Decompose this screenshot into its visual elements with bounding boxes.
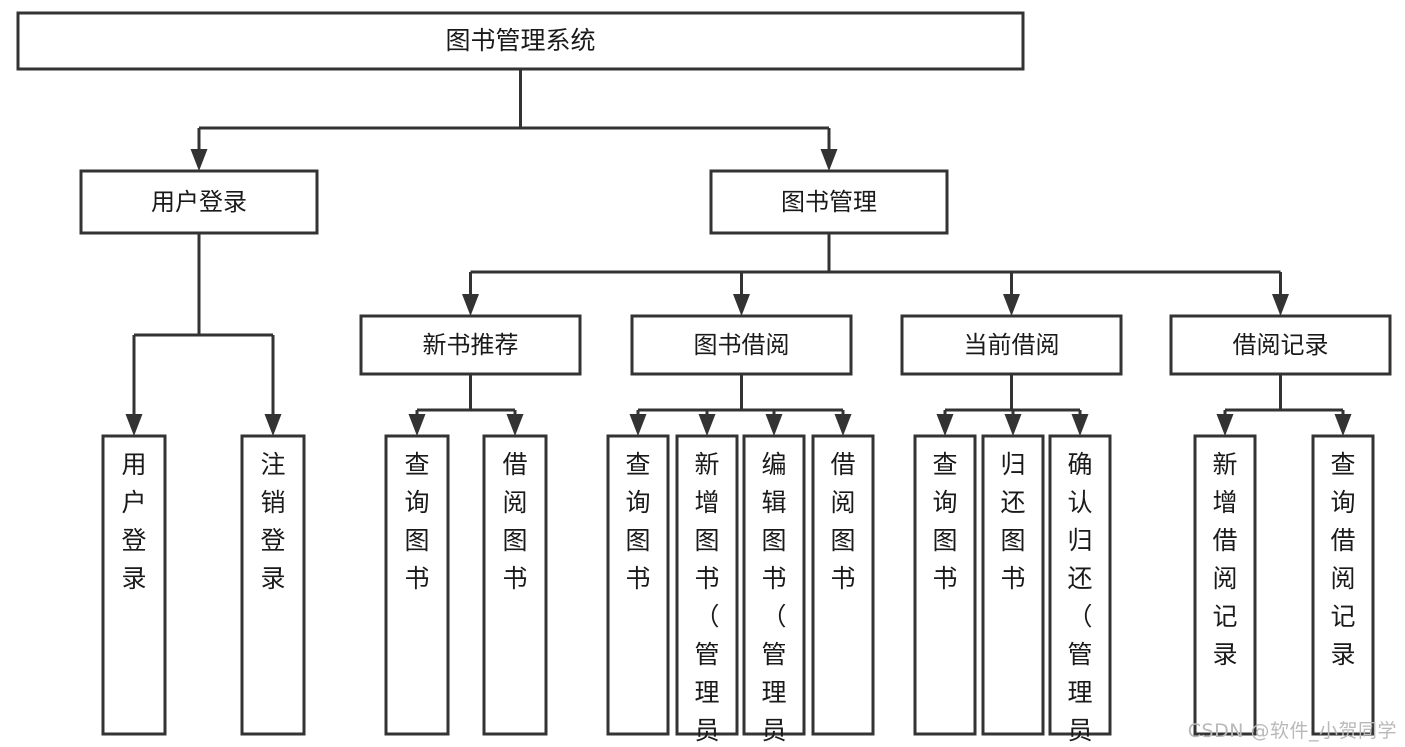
node-box-leaf-user-logout[interactable] xyxy=(240,434,306,736)
node-leaf-add-borrow-record[interactable]: 新增借阅记录 xyxy=(1193,434,1257,736)
node-box-leaf-query-book-2[interactable] xyxy=(606,434,670,736)
node-leaf-borrow-book-1[interactable]: 借阅图书 xyxy=(482,434,548,736)
node-borrow-records[interactable]: 借阅记录 xyxy=(1169,314,1392,376)
node-leaf-query-book-1[interactable]: 查询图书 xyxy=(384,434,450,736)
child-link-1-arrowhead xyxy=(1004,414,1022,436)
child-link-1-arrowhead xyxy=(264,414,282,436)
child-link-2-arrowhead xyxy=(1003,294,1020,316)
node-leaf-user-logout[interactable]: 注销登录 xyxy=(240,434,306,736)
node-box-book-management[interactable] xyxy=(709,169,949,235)
node-label-leaf-add-borrow-record: 新增借阅记录 xyxy=(1212,450,1237,669)
node-box-leaf-edit-book-admin[interactable] xyxy=(742,434,806,736)
child-link-0-arrowhead xyxy=(190,149,208,171)
child-link-1-arrowhead xyxy=(733,294,750,316)
node-box-borrow-records[interactable] xyxy=(1169,314,1392,376)
node-label-leaf-return-book: 归还图书 xyxy=(1000,450,1025,593)
child-link-3-arrowhead xyxy=(1272,294,1289,316)
node-label-book-borrow: 图书借阅 xyxy=(694,331,790,359)
node-leaf-user-login[interactable]: 用户登录 xyxy=(101,434,167,736)
child-link-0-arrowhead xyxy=(1216,414,1234,436)
node-label-leaf-query-book-3: 查询图书 xyxy=(932,450,957,593)
node-box-leaf-borrow-book-2[interactable] xyxy=(811,434,875,736)
node-book-borrow[interactable]: 图书借阅 xyxy=(630,314,853,376)
node-book-management[interactable]: 图书管理 xyxy=(709,169,949,235)
node-box-leaf-confirm-return-admin[interactable] xyxy=(1048,434,1112,736)
node-label-book-management: 图书管理 xyxy=(781,188,877,216)
node-box-leaf-query-borrow-record[interactable] xyxy=(1311,434,1375,736)
node-label-new-book-recommend: 新书推荐 xyxy=(423,331,519,359)
node-box-book-borrow[interactable] xyxy=(630,314,853,376)
node-label-leaf-query-book-2: 查询图书 xyxy=(625,450,650,593)
node-leaf-query-borrow-record[interactable]: 查询借阅记录 xyxy=(1311,434,1375,736)
node-label-root: 图书管理系统 xyxy=(445,26,595,55)
node-label-leaf-query-borrow-record: 查询借阅记录 xyxy=(1330,450,1355,669)
node-box-new-book-recommend[interactable] xyxy=(359,314,582,376)
node-leaf-edit-book-admin[interactable]: 编辑图书（管理员） xyxy=(742,434,806,747)
node-box-root[interactable] xyxy=(16,11,1025,71)
connector-layer xyxy=(125,69,1352,436)
node-leaf-query-book-3[interactable]: 查询图书 xyxy=(913,434,977,736)
child-link-0-arrowhead xyxy=(125,414,143,436)
node-leaf-return-book[interactable]: 归还图书 xyxy=(981,434,1045,736)
child-link-1-arrowhead xyxy=(820,149,838,171)
node-layer: 图书管理系统用户登录用户登录注销登录图书管理新书推荐查询图书借阅图书图书借阅查询… xyxy=(16,11,1392,747)
node-label-user-login: 用户登录 xyxy=(151,188,247,216)
node-current-borrow[interactable]: 当前借阅 xyxy=(900,314,1123,376)
node-label-leaf-query-book-1: 查询图书 xyxy=(404,450,429,593)
node-box-leaf-query-book-3[interactable] xyxy=(913,434,977,736)
node-new-book-recommend[interactable]: 新书推荐 xyxy=(359,314,582,376)
csdn-watermark: CSDN @软件_小贺同学 xyxy=(1187,720,1397,742)
node-label-leaf-edit-book-admin: 编辑图书（管理员） xyxy=(761,450,786,747)
node-box-current-borrow[interactable] xyxy=(900,314,1123,376)
node-leaf-confirm-return-admin[interactable]: 确认归还（管理员） xyxy=(1048,434,1112,747)
node-box-leaf-user-login[interactable] xyxy=(101,434,167,736)
child-link-0-arrowhead xyxy=(408,414,426,436)
node-label-leaf-add-book-admin: 新增图书（管理员） xyxy=(694,450,719,747)
child-link-1-arrowhead xyxy=(698,414,716,436)
node-root[interactable]: 图书管理系统 xyxy=(16,11,1025,71)
node-leaf-add-book-admin[interactable]: 新增图书（管理员） xyxy=(675,434,739,747)
child-link-1-arrowhead xyxy=(1334,414,1352,436)
node-label-borrow-records: 借阅记录 xyxy=(1233,331,1329,359)
node-label-leaf-confirm-return-admin: 确认归还（管理员） xyxy=(1067,450,1092,747)
node-box-leaf-borrow-book-1[interactable] xyxy=(482,434,548,736)
node-box-user-login[interactable] xyxy=(79,169,319,235)
node-label-leaf-user-logout: 注销登录 xyxy=(260,450,285,593)
child-link-2-arrowhead xyxy=(765,414,783,436)
child-link-2-arrowhead xyxy=(1071,414,1089,436)
node-box-leaf-add-borrow-record[interactable] xyxy=(1193,434,1257,736)
node-user-login[interactable]: 用户登录 xyxy=(79,169,319,235)
child-link-0-arrowhead xyxy=(629,414,647,436)
child-link-3-arrowhead xyxy=(834,414,852,436)
child-link-0-arrowhead xyxy=(462,294,479,316)
node-label-current-borrow: 当前借阅 xyxy=(964,331,1060,359)
child-link-1-arrowhead xyxy=(506,414,524,436)
node-label-leaf-borrow-book-2: 借阅图书 xyxy=(830,450,855,593)
node-leaf-query-book-2[interactable]: 查询图书 xyxy=(606,434,670,736)
node-label-leaf-user-login: 用户登录 xyxy=(121,450,146,593)
child-link-0-arrowhead xyxy=(936,414,954,436)
node-box-leaf-query-book-1[interactable] xyxy=(384,434,450,736)
node-box-leaf-add-book-admin[interactable] xyxy=(675,434,739,736)
node-label-leaf-borrow-book-1: 借阅图书 xyxy=(502,450,527,593)
node-leaf-borrow-book-2[interactable]: 借阅图书 xyxy=(811,434,875,736)
node-box-leaf-return-book[interactable] xyxy=(981,434,1045,736)
